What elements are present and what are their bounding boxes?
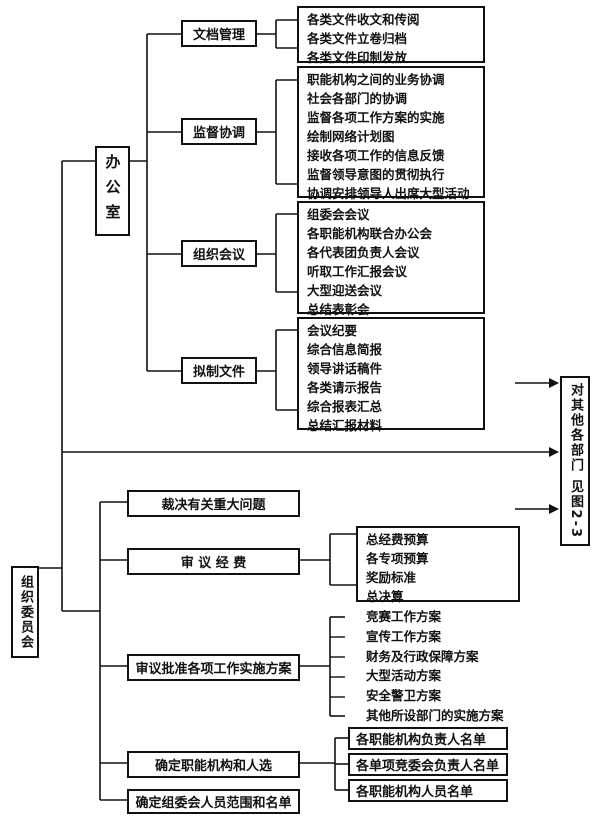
list-item: 其他所设部门的实施方案 (366, 707, 504, 723)
list-item: 监督各项工作方案的实施 (307, 110, 445, 125)
decision-budget: 审 议 经 费 (127, 548, 300, 575)
list-item: 协调安排领导人出席大型活动 (307, 186, 470, 201)
list-item: 监督领导意图的贯彻执行 (307, 167, 445, 182)
list-item: 组委会会议 (307, 207, 370, 222)
list-item: 听取工作汇报会议 (307, 264, 408, 279)
list-item: 各代表团负责人会议 (307, 245, 420, 260)
list-item: 社会各部门的协调 (307, 91, 408, 106)
list-item: 接收各项工作的信息反馈 (307, 148, 445, 163)
other-departments-label: 对其他各部门 见图2-3 (568, 382, 583, 539)
personnel-committee-heads-list: 各单项竞委会负责人名单 (348, 753, 508, 776)
office-box: 办公室 (95, 146, 130, 236)
list-item: 财务及行政保障方案 (366, 648, 479, 664)
root-box: 组织委员会 (11, 566, 39, 658)
list-item: 总结汇报材料 (307, 418, 383, 433)
list-item: 安全警卫方案 (366, 688, 442, 704)
list-item: 各职能机构联合办公会 (307, 226, 433, 241)
other-departments-box: 对其他各部门 见图2-3 (560, 376, 590, 546)
list-item: 各类文件立卷归档 (307, 31, 408, 46)
list-drafting: 会议纪要 综合信息简报 领导讲话稿件 各类请示报告 综合报表汇总 总结汇报材料 (297, 317, 485, 433)
office-label: 办公室 (103, 153, 122, 229)
list-budget: 总经费预算 各专项预算 奖励标准 总决算 (356, 526, 520, 604)
list-item: 总结表彰会 (307, 302, 370, 317)
group-supervision: 监督协调 (181, 118, 257, 145)
list-item: 奖励标准 (366, 570, 417, 585)
group-drafting: 拟制文件 (181, 357, 257, 384)
list-supervision: 职能机构之间的业务协调 社会各部门的协调 监督各项工作方案的实施 绘制网络计划图… (297, 66, 485, 201)
list-item: 竞赛工作方案 (366, 609, 442, 624)
list-document-management: 各类文件收文和传阅 各类文件立卷归档 各类文件印制发放 (297, 6, 485, 65)
personnel-heads-list: 各职能机构负责人名单 (348, 727, 508, 750)
group-meetings: 组织会议 (181, 240, 257, 267)
root-label: 组织委员会 (18, 574, 33, 650)
decision-personnel: 确定职能机构和人选 (127, 751, 300, 778)
list-item: 宣传工作方案 (366, 628, 442, 644)
list-item: 职能机构之间的业务协调 (307, 72, 445, 87)
list-item: 领导讲话稿件 (307, 361, 383, 376)
list-item: 大型迎送会议 (307, 283, 383, 298)
list-meetings: 组委会会议 各职能机构联合办公会 各代表团负责人会议 听取工作汇报会议 大型迎送… (297, 201, 485, 317)
decision-member-list: 确定组委会人员范围和名单 (127, 789, 300, 814)
list-item: 各类文件收文和传阅 (307, 12, 420, 27)
list-item: 各类请示报告 (307, 380, 383, 395)
group-document-management: 文档管理 (181, 20, 257, 47)
list-item: 各类文件印制发放 (307, 50, 408, 65)
list-item: 综合报表汇总 (307, 399, 383, 414)
list-item: 会议纪要 (307, 323, 358, 338)
list-plans: 竞赛工作方案 宣传工作方案 财务及行政保障方案 大型活动方案 安全警卫方案 其他… (340, 607, 546, 726)
list-item: 综合信息简报 (307, 342, 383, 357)
list-item: 大型活动方案 (366, 668, 442, 684)
list-item: 绘制网络计划图 (307, 129, 395, 144)
list-item: 总经费预算 (366, 532, 429, 547)
decision-approve-plans: 审议批准各项工作实施方案 (127, 654, 300, 681)
list-item: 总决算 (366, 589, 404, 604)
list-item: 各专项预算 (366, 551, 429, 566)
personnel-staff-list: 各职能机构人员名单 (348, 779, 508, 802)
decision-major-issues: 裁决有关重大问题 (127, 490, 300, 517)
